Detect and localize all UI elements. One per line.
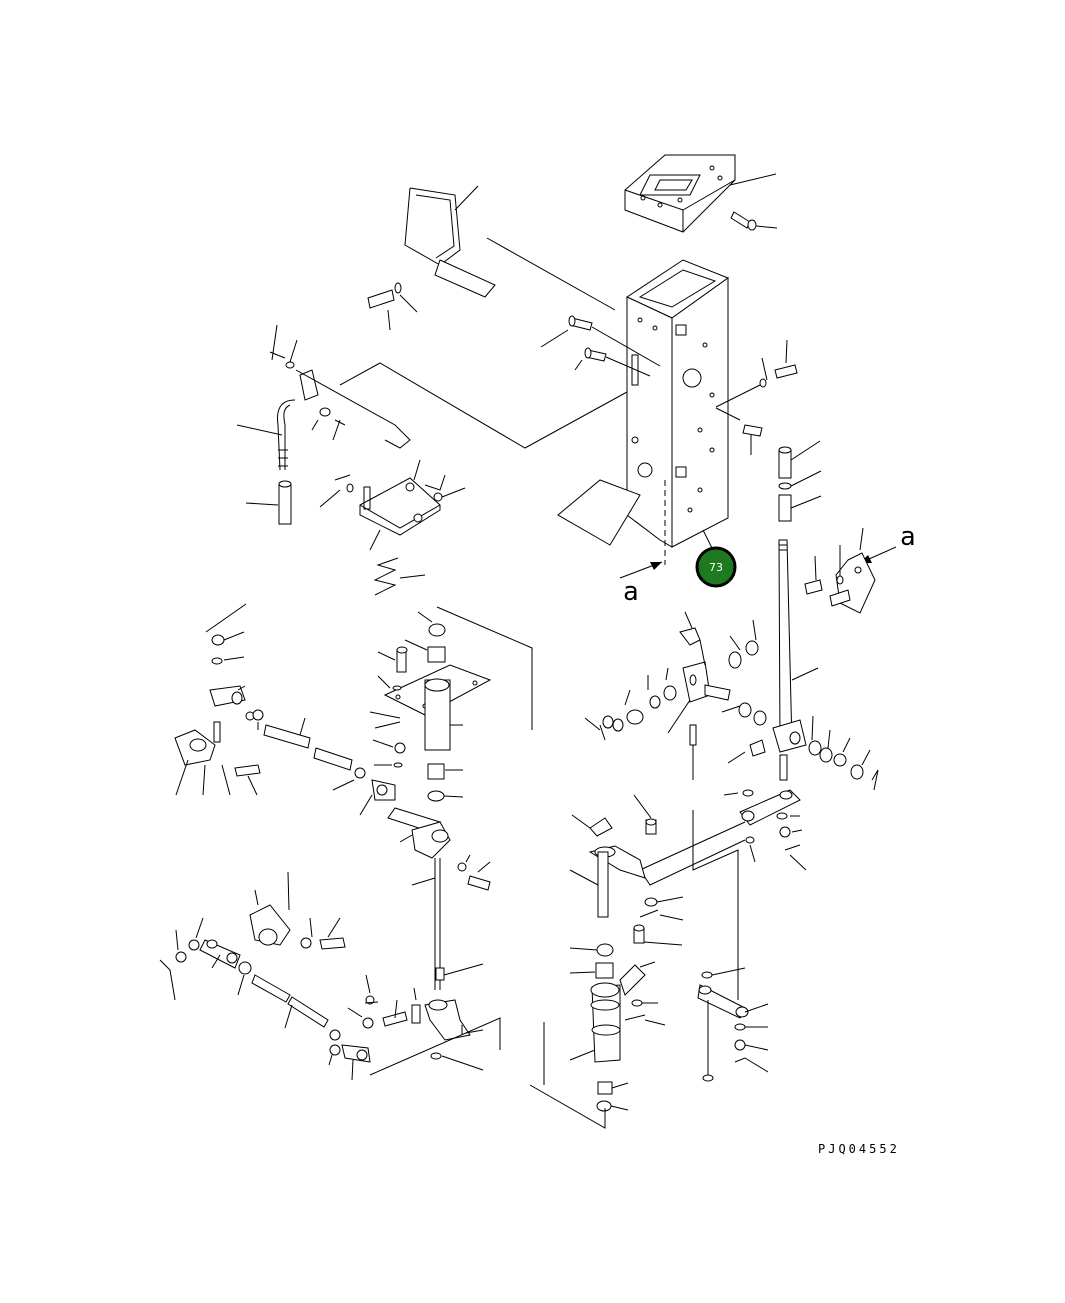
drawing-code: PJQ04552 [818,1142,900,1156]
section-a-left: a [620,562,662,607]
console-cover-part [625,155,777,232]
center-spindle [530,795,683,1128]
left-rod-linkage-lower [160,872,500,1080]
control-column-housing [558,260,728,565]
callout-badge-73[interactable]: 73 [697,530,735,586]
section-label-left: a [623,577,639,607]
pedal-bracket [320,460,465,595]
center-lever-housing [370,607,532,1070]
section-label-right: a [900,522,916,552]
steering-arm-linkage [640,790,806,1081]
column-bolts [541,316,797,455]
yoke-assembly [585,612,878,790]
pedal-linkage [237,325,627,524]
left-rod-linkage-upper [175,604,395,815]
section-a-right: a [860,522,916,563]
callout-number: 73 [709,561,723,574]
callout-circle[interactable] [697,548,735,586]
steering-shaft [773,441,875,780]
grab-handle-part [368,186,615,330]
